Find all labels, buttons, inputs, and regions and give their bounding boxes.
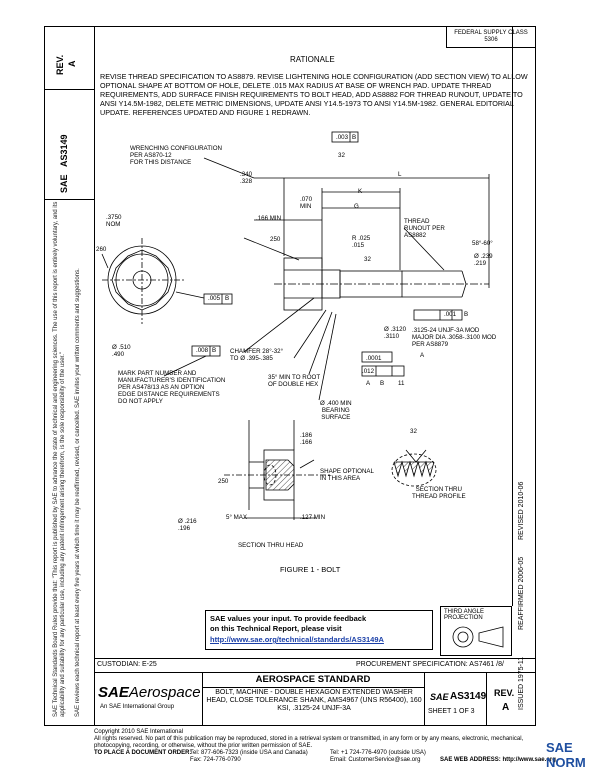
rev-value-vertical: A	[67, 60, 77, 68]
tol-012: .012	[362, 368, 375, 375]
footer-web: SAE WEB ADDRESS: http://www.sae.org	[440, 757, 556, 763]
label-340: .340 .328	[240, 171, 253, 185]
feedback-box: SAE values your input. To provide feedba…	[205, 610, 433, 650]
custodian: CUSTODIAN: E-25	[97, 661, 157, 668]
projection-label: THIRD ANGLE PROJECTION	[444, 609, 485, 621]
datum-b: B	[380, 380, 385, 387]
section-head	[224, 420, 332, 520]
label-5max: 5° MAX	[226, 514, 248, 521]
bolt-side-view	[163, 131, 490, 401]
label-250b: 250	[218, 478, 229, 485]
label-260a: 260	[96, 246, 107, 253]
section-head-title: SECTION THRU HEAD	[238, 542, 304, 549]
surface-32c: 32	[410, 428, 417, 435]
title-rev-value: A	[502, 702, 510, 713]
datum-b-ref: A	[366, 380, 371, 387]
tol-11: 11	[398, 380, 405, 387]
projection-box: THIRD ANGLE PROJECTION	[440, 606, 512, 656]
title-doc-number: AS3149	[450, 691, 487, 702]
feedback-line-2: on this Technical Report, please visit	[210, 624, 342, 633]
rev-cell: REV. A	[45, 27, 94, 90]
fsc-box: FEDERAL SUPPLY CLASS 5306	[446, 26, 536, 48]
logo-aerospace: Aerospace	[128, 684, 201, 701]
footer-copyright: Copyright 2010 SAE International	[94, 729, 184, 735]
surface-32b: 32	[364, 256, 371, 263]
tol-005: .005	[208, 295, 221, 302]
surface-32a: 32	[338, 152, 345, 159]
legal-text-1: SAE Technical Standards Board Rules prov…	[53, 201, 66, 717]
label-mark: MARK PART NUMBER AND MANUFACTURER'S IDEN…	[118, 370, 226, 405]
watermark: SAE NORM	[546, 740, 586, 770]
sheet-number: SHEET 1 OF 3	[428, 708, 475, 715]
sae-aerospace-logo: SAEAerospace	[98, 684, 201, 701]
label-166: .166 MIN	[256, 215, 282, 222]
label-chamfer: CHAMFER 28°-32° TO Ø .395-.385	[230, 348, 284, 362]
label-216: Ø .216 .196	[178, 518, 197, 532]
section-thread	[391, 449, 437, 487]
head-end-view	[101, 238, 205, 324]
footer-tel1: Tel: 877-606-7323 (inside USA and Canada…	[190, 750, 308, 756]
label-070: .070 MIN	[300, 196, 313, 210]
legal-text-2: SAE reviews each technical report at lea…	[75, 268, 81, 717]
doc-number-vertical: AS3149	[59, 134, 69, 167]
label-g: G	[354, 203, 359, 210]
tol-008: .008	[196, 347, 209, 354]
rev-label-vertical: REV.	[55, 54, 65, 75]
part-description: BOLT, MACHINE - DOUBLE HEXAGON EXTENDED …	[206, 689, 422, 712]
figure-caption: FIGURE 1 - BOLT	[280, 565, 341, 574]
label-186: .186 .166	[300, 432, 313, 446]
footer-tel2: Tel: +1 724-776-4970 (outside USA)	[330, 750, 426, 756]
label-k: K	[358, 188, 363, 195]
drawing-frame	[94, 26, 536, 726]
rationale-title: RATIONALE	[290, 55, 335, 64]
reaffirmed-date: REAFFIRMED 2006-05	[518, 556, 525, 630]
doc-prefix-vertical: SAE	[59, 174, 69, 193]
feedback-link[interactable]: http://www.sae.org/technical/standards/A…	[210, 635, 384, 644]
label-250: 250	[270, 236, 281, 243]
tol-003: .003	[336, 134, 349, 141]
title-rev-label: REV.	[494, 688, 515, 698]
tol-008-datum: B	[212, 347, 217, 354]
footer-fax: Fax: 724-776-0790	[190, 757, 241, 763]
footer-email: Email: CustomerService@sae.org	[330, 757, 421, 763]
tol-001-datum: B	[464, 311, 469, 318]
standard-title: AEROSPACE STANDARD	[202, 674, 424, 688]
title-block: SAEAerospace An SAE International Group …	[94, 672, 536, 726]
procurement-spec: PROCUREMENT SPECIFICATION: AS7461 /8/	[356, 661, 504, 668]
section-thread-title: SECTION THRU THREAD PROFILE	[412, 486, 466, 500]
label-shape: SHAPE OPTIONAL IN THIS AREA	[320, 468, 374, 482]
tol-003-datum: B	[352, 134, 357, 141]
label-dia510: Ø .510 .490	[112, 344, 131, 358]
label-bearing: Ø .400 MIN BEARING SURFACE	[320, 400, 352, 421]
bolt-drawing	[101, 131, 490, 520]
datum-a: A	[420, 352, 425, 359]
label-127: .127 MIN	[300, 514, 326, 521]
label-runout: THREAD RUNOUT PER AS8882	[404, 218, 445, 239]
rationale-text: REVISE THREAD SPECIFICATION TO AS8879. R…	[100, 72, 528, 117]
footer-rights: All rights reserved. No part of this pub…	[94, 736, 524, 749]
label-nom: .3750 NOM	[106, 214, 122, 228]
left-sidebar: REV. A SAE AS3149 SAE Technical Standard…	[44, 26, 94, 726]
tol-001: .001	[444, 311, 457, 318]
label-wrenching: WRENCHING CONFIGURATION PER AS870-12 FOR…	[130, 145, 223, 166]
logo-sae: SAE	[98, 684, 129, 701]
projection-symbol	[452, 626, 504, 648]
label-3120: Ø .3120 .3110	[384, 326, 407, 340]
label-r025: R .025 .015	[352, 235, 371, 249]
label-239: Ø .239 .219	[474, 253, 493, 267]
feedback-line-1: SAE values your input. To provide feedba…	[210, 614, 367, 623]
tol-005-datum: B	[225, 295, 230, 302]
tol-0001: .0001	[366, 355, 382, 362]
label-root: 35° MIN TO ROOT OF DOUBLE HEX	[268, 374, 321, 388]
label-angle: 58°-60°	[472, 240, 493, 247]
label-thread: .3125-24 UNJF-3A MOD MAJOR DIA .3058-.31…	[412, 327, 497, 348]
footer-order: TO PLACE A DOCUMENT ORDER:	[94, 750, 192, 756]
sae-small-logo: SAE	[430, 692, 449, 702]
doc-number-cell: SAE AS3149	[45, 89, 94, 200]
revised-date: REVISED 2010-06	[518, 481, 525, 540]
label-l: L	[398, 171, 402, 178]
logo-subtitle: An SAE International Group	[100, 704, 175, 710]
